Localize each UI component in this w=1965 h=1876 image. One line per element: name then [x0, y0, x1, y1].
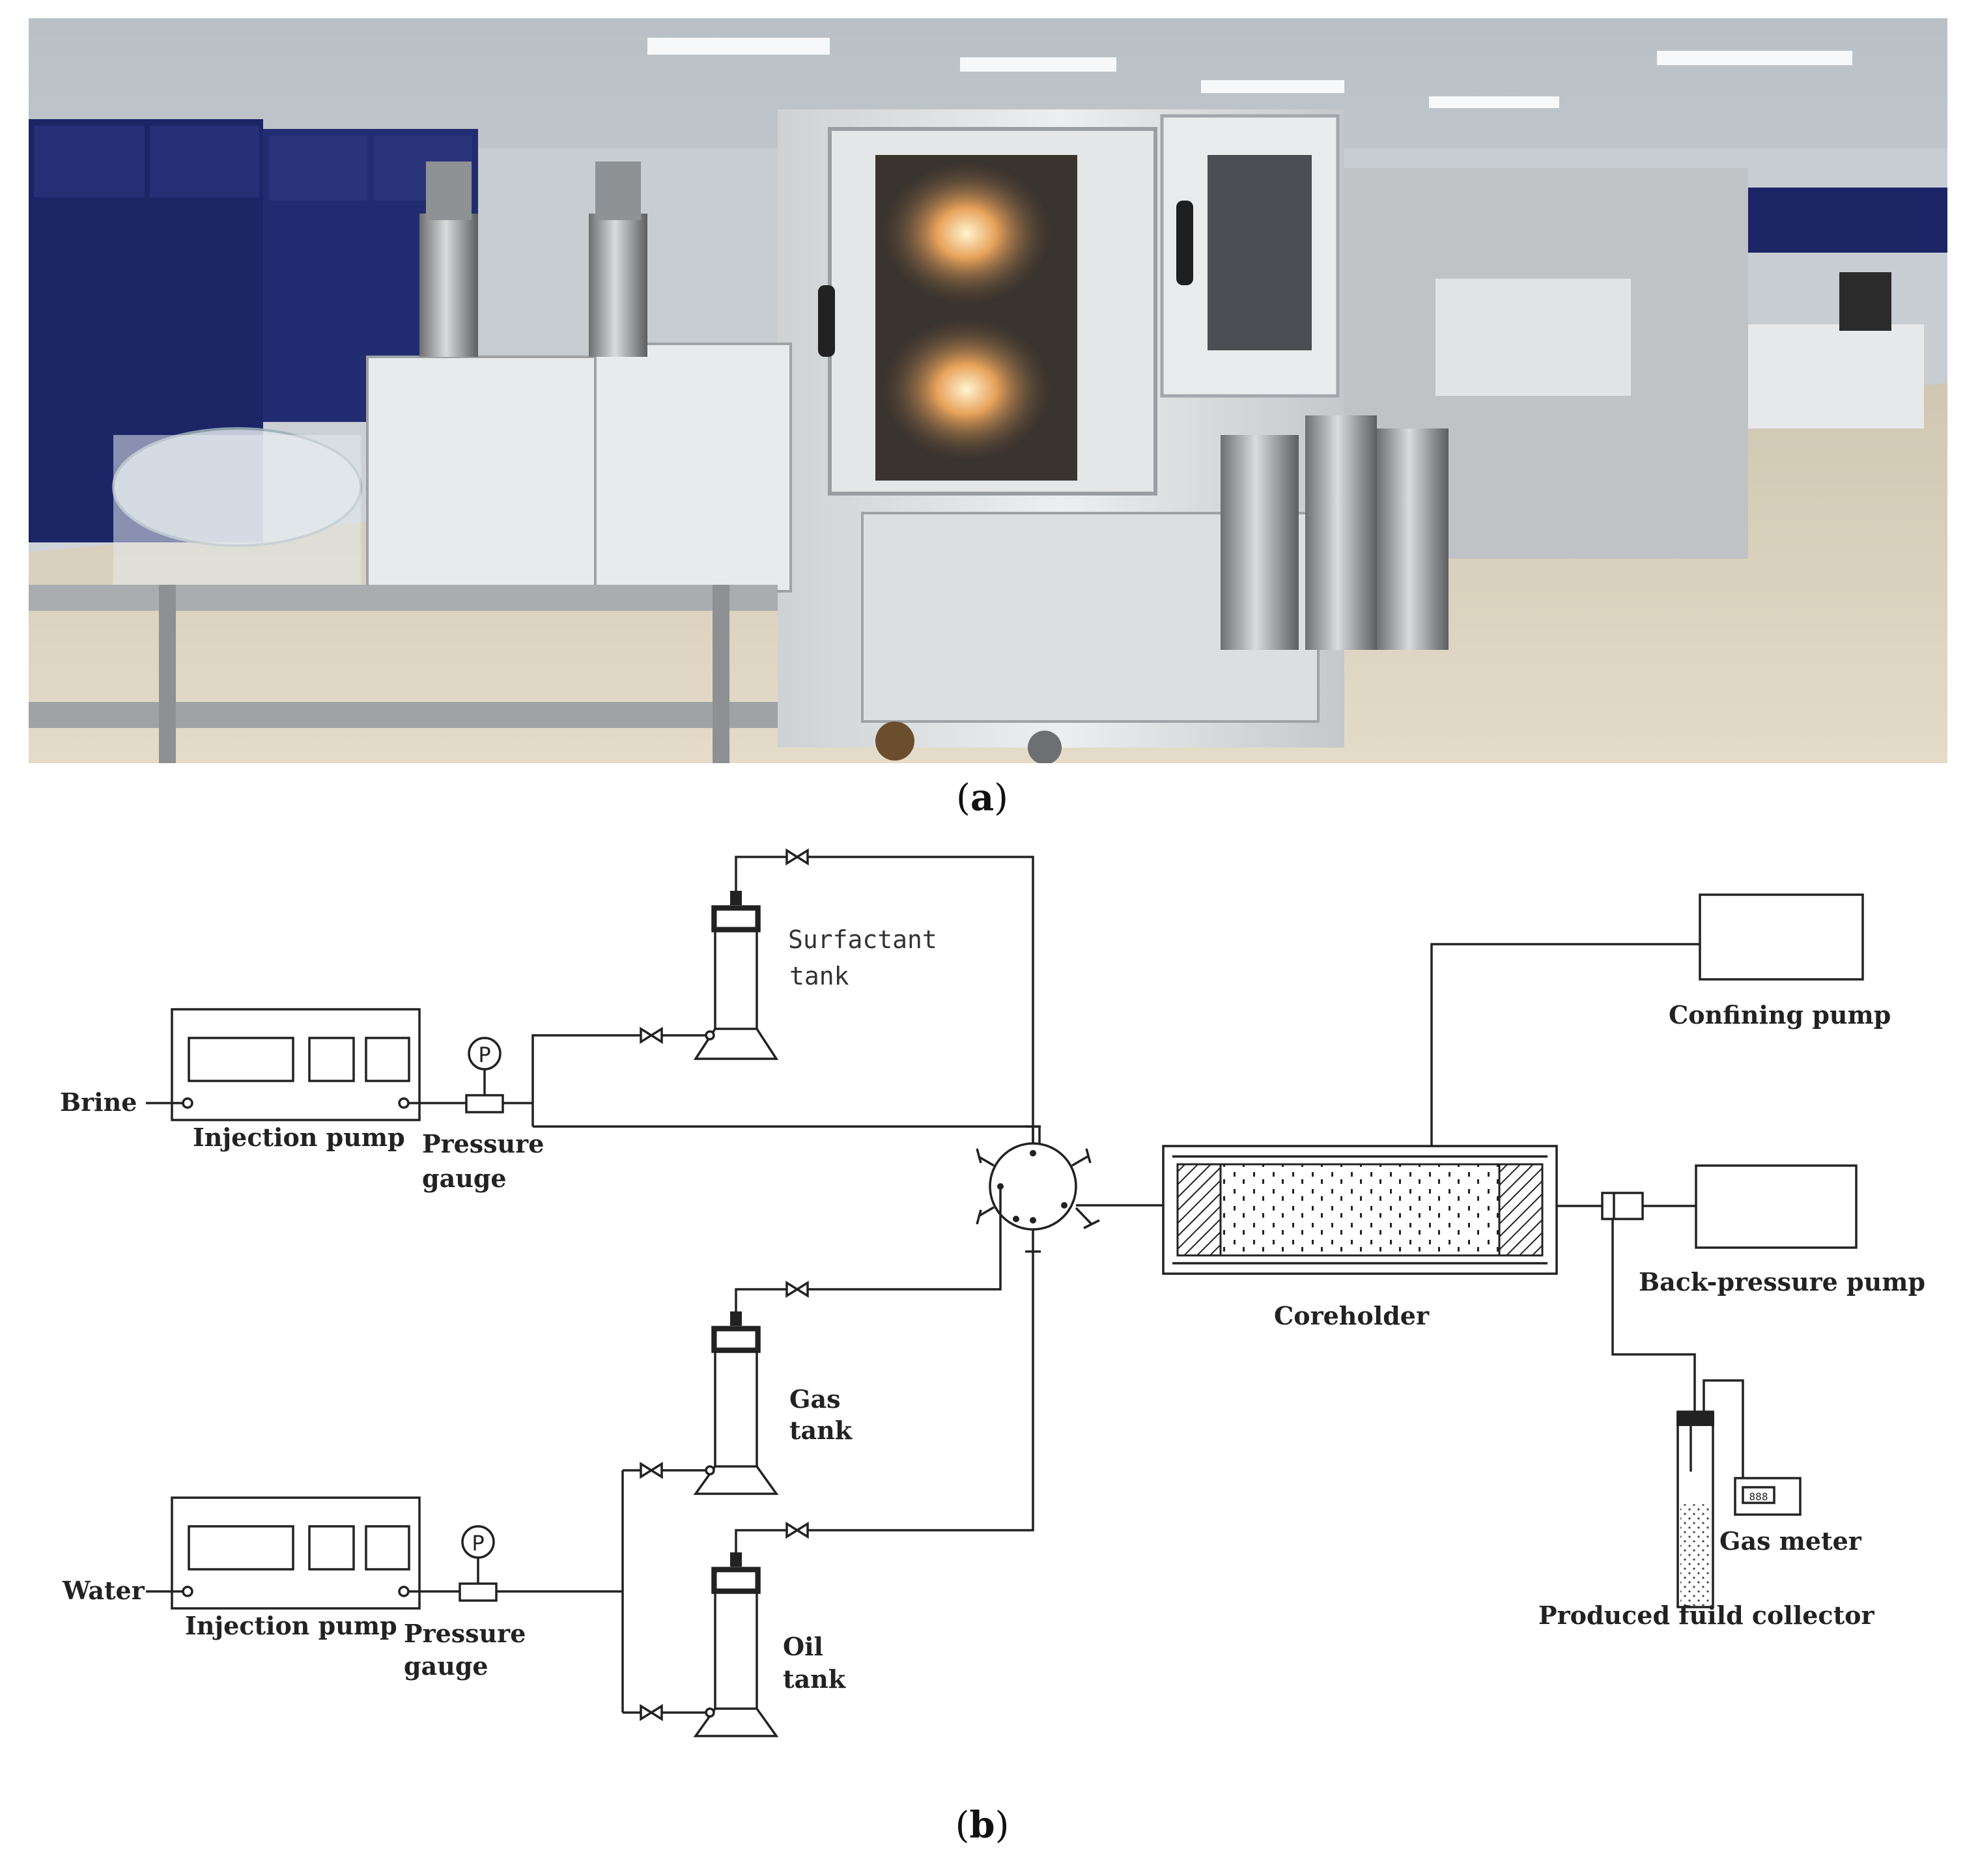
- injection-pump-bottom-label: Injection pump: [185, 1611, 397, 1640]
- injection-pump-top: [171, 1008, 421, 1121]
- pressure-top-label: Pressure: [422, 1129, 544, 1158]
- valve-icon: [785, 1521, 809, 1539]
- surfactant-tank: [693, 879, 779, 1060]
- oil-tank-label-2: tank: [783, 1664, 846, 1694]
- pressure-gauge-top: P: [408, 1037, 533, 1113]
- gauge-top-label: gauge: [422, 1164, 507, 1193]
- caption-b: (b): [955, 1804, 1010, 1847]
- gauge-symbol-bottom: P: [472, 1531, 484, 1556]
- brine-label: Brine: [60, 1087, 137, 1117]
- line-to-collector: [1611, 1219, 1696, 1412]
- line-to-valve-brine: [533, 1125, 1041, 1205]
- gauge-bottom-label: gauge: [404, 1651, 488, 1681]
- schematic-svg: Brine Injection pump P Pressure gauge: [60, 848, 1925, 1737]
- line-to-gas-meter: [1703, 1379, 1744, 1478]
- injection-pump-top-label: Injection pump: [193, 1123, 405, 1152]
- gas-meter: 888: [1734, 1477, 1802, 1516]
- gas-tank-label-1: Gas: [789, 1384, 840, 1414]
- schematic-diagram: Brine Injection pump P Pressure gauge: [0, 814, 1965, 1758]
- water-label: Water: [62, 1576, 145, 1605]
- gas-tank: [693, 1311, 779, 1495]
- valve-icon: [640, 1026, 663, 1044]
- line-oil-to-valve: [808, 1252, 1034, 1532]
- coreholder-label: Coreholder: [1274, 1301, 1430, 1330]
- line-gas-to-valve: [808, 1186, 1002, 1291]
- lab-photo-illustration: [29, 18, 1947, 763]
- confining-pump-label: Confining pump: [1669, 1000, 1891, 1029]
- line-to-confining-pump: [1430, 943, 1700, 1146]
- coreholder: [1162, 1145, 1558, 1275]
- back-pressure-regulator: [1601, 1192, 1644, 1220]
- line-to-surfactant: [531, 1034, 641, 1127]
- surfactant-label-1: Surfactant: [788, 925, 937, 954]
- oil-tank: [693, 1552, 779, 1737]
- six-way-valve: [976, 1125, 1100, 1253]
- valve-icon: [640, 1461, 663, 1479]
- valve-icon: [785, 1280, 809, 1298]
- injection-pump-bottom: [171, 1496, 421, 1610]
- confining-pump: [1699, 893, 1864, 981]
- back-pressure-pump: [1695, 1164, 1858, 1249]
- gas-meter-label: Gas meter: [1719, 1526, 1862, 1556]
- gauge-symbol-top: P: [478, 1043, 490, 1067]
- valve-icon: [640, 1703, 663, 1722]
- caption-a-letter: a: [970, 776, 995, 819]
- gas-meter-display: 888: [1749, 1491, 1768, 1503]
- collector-label: Produced fuild collector: [1538, 1601, 1874, 1630]
- line-surfactant-to-valve: [808, 856, 1034, 1143]
- pressure-bottom-label: Pressure: [404, 1619, 526, 1648]
- produced-fluid-collector: [1676, 1410, 1714, 1608]
- pressure-gauge-bottom: P: [408, 1525, 623, 1602]
- surfactant-label-2: tank: [789, 962, 849, 990]
- valve-icon: [785, 848, 809, 866]
- caption-b-letter: b: [969, 1804, 995, 1847]
- caption-a: (a): [955, 776, 1008, 819]
- back-pressure-pump-label: Back-pressure pump: [1639, 1267, 1925, 1296]
- lab-photo: [29, 18, 1947, 763]
- oil-tank-label-1: Oil: [783, 1632, 823, 1661]
- gas-tank-label-2: tank: [789, 1416, 853, 1445]
